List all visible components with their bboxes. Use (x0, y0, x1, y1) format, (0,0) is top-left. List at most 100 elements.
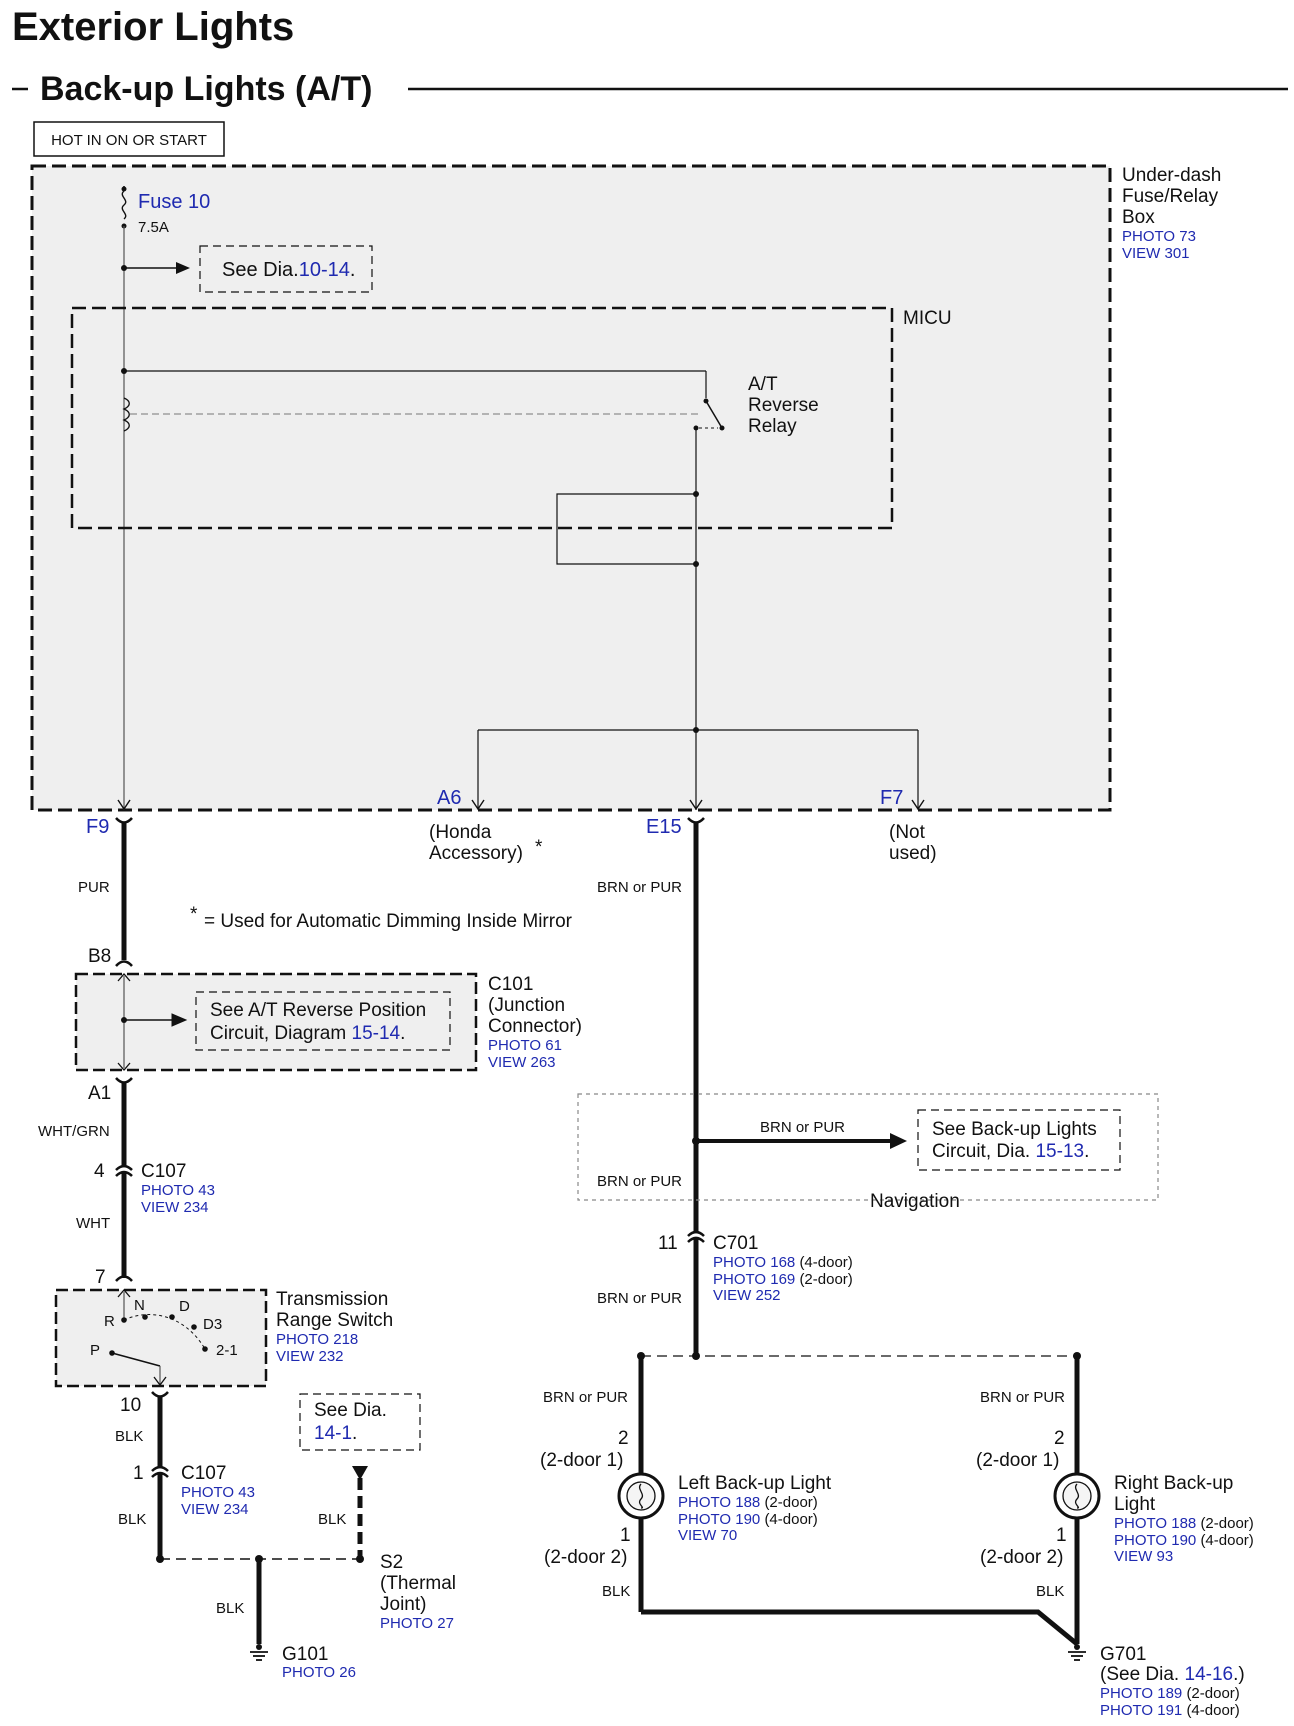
s2-dot-left (156, 1555, 164, 1563)
left-lamp-photo-190-link[interactable]: PHOTO 190 (678, 1511, 760, 1528)
dia-15-14-link[interactable]: 15-14 (352, 1023, 401, 1044)
c107-bottom-photo-link[interactable]: PHOTO 43 (181, 1484, 255, 1501)
c701-connector-icon-upper (687, 1230, 705, 1237)
fuse-box-photo-link[interactable]: PHOTO 73 (1122, 228, 1196, 245)
a6-footnote-star: * (535, 837, 543, 858)
g701-photo-1: PHOTO 189 (2-door) (1100, 1685, 1240, 1702)
g701-photo-2: PHOTO 191 (4-door) (1100, 1702, 1240, 1719)
c101-see-line2: Circuit, Diagram 15-14. (210, 1023, 405, 1044)
footnote-text: = Used for Automatic Dimming Inside Mirr… (204, 911, 573, 932)
g701-name: G701 (1100, 1644, 1146, 1665)
c107-bottom-name: C107 (181, 1463, 226, 1484)
c107-top-photo-link[interactable]: PHOTO 43 (141, 1182, 215, 1199)
left-back-up-lamp-icon (617, 1472, 665, 1520)
g701-see: (See Dia. 14-16.) (1100, 1664, 1245, 1685)
trs-contact-21-dot (202, 1346, 208, 1352)
trs-pos-p: P (90, 1342, 100, 1359)
left-lamp-view-link[interactable]: VIEW 70 (678, 1527, 737, 1544)
c107-top-pin: 4 (94, 1161, 105, 1182)
right-lamp-name-2: Light (1114, 1494, 1156, 1515)
trs-contact-d3-dot (191, 1324, 197, 1330)
right-lamp-photo-1: PHOTO 188 (2-door) (1114, 1515, 1254, 1532)
c101-junction-connector (74, 972, 478, 1072)
trs-pos-r: R (104, 1313, 115, 1330)
c701-photo-2: PHOTO 169 (2-door) (713, 1271, 853, 1288)
under-dash-fuse-relay-box (30, 164, 1112, 812)
c701-photo-1: PHOTO 168 (4-door) (713, 1254, 853, 1271)
trs-pin-in: 7 (95, 1267, 106, 1288)
trs-top-terminal-icon (117, 1289, 131, 1298)
terminal-f7[interactable]: F7 (880, 787, 903, 809)
a6-desc-2: Accessory) (429, 843, 523, 864)
trs-in-connector-icon (115, 1275, 133, 1282)
f7-desc-1: (Not (889, 822, 926, 843)
left-lamp-photo-1: PHOTO 188 (2-door) (678, 1494, 818, 1511)
trs-pos-d3: D3 (203, 1316, 222, 1333)
s2-photo-link[interactable]: PHOTO 27 (380, 1615, 454, 1632)
wire-label-wht-grn: WHT/GRN (38, 1123, 110, 1140)
arrow-icon (890, 1133, 907, 1149)
see-14-1-arrow-icon (352, 1466, 368, 1480)
trs-pos-d: D (179, 1298, 190, 1315)
c107-top-view-link[interactable]: VIEW 234 (141, 1199, 209, 1216)
right-lamp-pin-top: 2 (1054, 1428, 1065, 1449)
fuse-box-name-3: Box (1122, 207, 1155, 228)
dia-15-13-link[interactable]: 15-13 (1035, 1141, 1084, 1162)
s2-name-1: S2 (380, 1552, 403, 1573)
fuse-10-link[interactable]: Fuse 10 (138, 191, 210, 213)
wire-label-blk-4: BLK (216, 1600, 244, 1617)
trs-contact-d-dot (169, 1314, 175, 1320)
fuse-box-name-2: Fuse/Relay (1122, 186, 1219, 207)
junction-dot-center-lamp (692, 1352, 700, 1360)
dia-10-14-link[interactable]: 10-14 (299, 259, 350, 281)
trs-name-1: Transmission (276, 1289, 388, 1310)
terminal-e15[interactable]: E15 (646, 816, 682, 838)
ground-icon (1068, 1644, 1086, 1661)
fuse-box-view-link[interactable]: VIEW 301 (1122, 245, 1190, 262)
s2-name-3: Joint) (380, 1594, 426, 1615)
trs-name-2: Range Switch (276, 1310, 393, 1331)
c101-bottom-terminal-icon (117, 1062, 131, 1071)
trs-view-link[interactable]: VIEW 232 (276, 1348, 344, 1365)
dia-14-1-link[interactable]: 14-1 (314, 1423, 352, 1444)
g701-photo-189-link[interactable]: PHOTO 189 (1100, 1685, 1182, 1702)
navigation-box (577, 1093, 1159, 1201)
f7-desc-2: used) (889, 843, 937, 864)
c107-bottom-view-link[interactable]: VIEW 234 (181, 1501, 249, 1518)
relay-label-1: A/T (748, 374, 778, 395)
right-lamp-view-link[interactable]: VIEW 93 (1114, 1548, 1173, 1565)
left-lamp-pin-bottom-note: (2-door 2) (544, 1547, 627, 1568)
f9-connector-icon (115, 817, 133, 824)
f9-inner-terminal-icon (117, 799, 131, 811)
c701-photo-168-link[interactable]: PHOTO 168 (713, 1254, 795, 1271)
transmission-range-switch (54, 1288, 268, 1388)
left-lamp-pin-top-note: (2-door 1) (540, 1450, 623, 1471)
relay-label-3: Relay (748, 416, 797, 437)
right-back-up-lamp-icon (1053, 1472, 1101, 1520)
left-lamp-pin-bottom: 1 (620, 1525, 631, 1546)
left-lamp-pin-top: 2 (618, 1428, 629, 1449)
trs-photo-link[interactable]: PHOTO 218 (276, 1331, 358, 1348)
c101-top-terminal-icon (117, 973, 131, 982)
terminal-f9[interactable]: F9 (86, 816, 109, 838)
right-lamp-photo-190-link[interactable]: PHOTO 190 (1114, 1532, 1196, 1549)
c101-photo-link[interactable]: PHOTO 61 (488, 1037, 562, 1054)
dia-14-16-link[interactable]: 14-16 (1185, 1664, 1234, 1685)
terminal-a6[interactable]: A6 (437, 787, 461, 809)
left-lamp-photo-2: PHOTO 190 (4-door) (678, 1511, 818, 1528)
wire-label-blk-5: BLK (602, 1583, 630, 1600)
c701-photo-169-link[interactable]: PHOTO 169 (713, 1271, 795, 1288)
c101-pin-a1: A1 (88, 1083, 111, 1104)
trs-contact-n-dot (142, 1314, 148, 1320)
right-lamp-photo-188-link[interactable]: PHOTO 188 (1114, 1515, 1196, 1532)
left-lamp-name: Left Back-up Light (678, 1473, 832, 1494)
left-lamp-photo-188-link[interactable]: PHOTO 188 (678, 1494, 760, 1511)
g701-photo-191-link[interactable]: PHOTO 191 (1100, 1702, 1182, 1719)
g101-photo-link[interactable]: PHOTO 26 (282, 1664, 356, 1681)
c101-view-link[interactable]: VIEW 263 (488, 1054, 556, 1071)
c701-pin: 11 (658, 1233, 678, 1254)
a6-desc-1: (Honda (429, 822, 492, 843)
c701-view-link[interactable]: VIEW 252 (713, 1287, 781, 1304)
